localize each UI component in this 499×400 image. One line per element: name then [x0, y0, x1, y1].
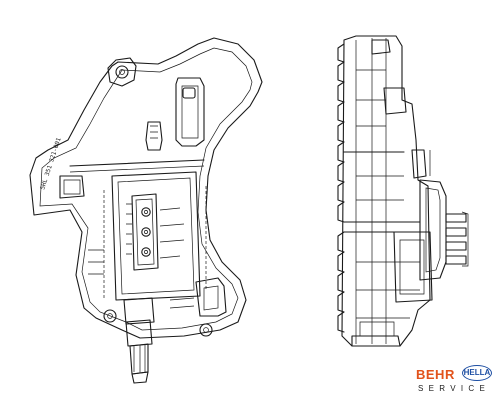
behr-hella-service-logo: BEHR HELLA SERVICE — [414, 363, 496, 397]
front-view: 5HL 351 321-001 — [29, 37, 263, 384]
side-view — [337, 35, 469, 347]
hella-oval-logo: HELLA — [462, 365, 492, 381]
behr-wordmark: BEHR — [416, 367, 455, 382]
service-wordmark: SERVICE — [418, 384, 491, 393]
part-number-label: 5HL 351 321-001 — [39, 137, 63, 191]
